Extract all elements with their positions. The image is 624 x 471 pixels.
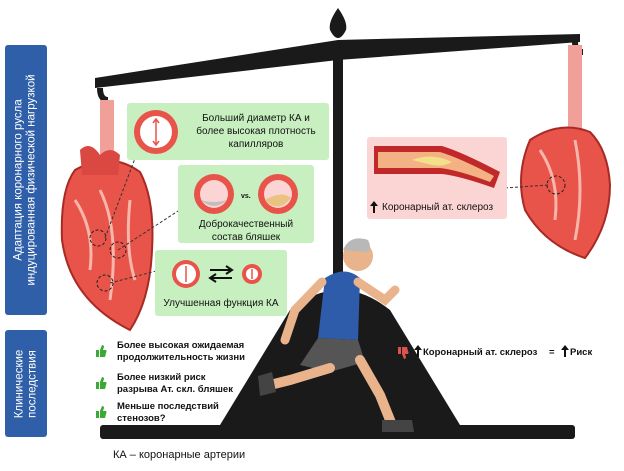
clinical-item-2-text: Более низкий риск разрыва Ат. скл. бляше…	[117, 372, 233, 396]
clinical-item-1-line2: продолжительность жизни	[117, 352, 245, 363]
thumbs-down-icon	[398, 347, 409, 359]
clinical-item-3-line1: Меньше последствий	[117, 401, 219, 412]
vessel-dilation-icon	[172, 260, 262, 288]
capillary-line2: более высокая плотность	[196, 126, 316, 137]
runner-illustration	[258, 238, 414, 432]
risk-sclerosis-label: Коронарный ат. склероз	[423, 347, 538, 358]
arrow-up-icon	[370, 201, 378, 213]
risk-equals-sign: =	[549, 347, 555, 358]
right-heart-icon	[520, 45, 612, 260]
connector-line	[104, 144, 141, 239]
vessel-cross-section-icon	[134, 110, 178, 154]
clinical-sidebar: Клинические последствия	[5, 330, 47, 437]
footnote: КА – коронарные артерии	[113, 449, 246, 461]
clinical-item-1-line1: Более высокая ожидаемая	[117, 340, 245, 351]
risk-statement: Коронарный ат. склероз = Риск	[397, 344, 597, 364]
left-hook	[97, 87, 109, 103]
adaptation-sidebar: Адаптация коронарного русла индуцированн…	[5, 45, 47, 315]
plaque-line1: Доброкачественный	[198, 219, 294, 230]
plaque-line2: состав бляшек	[211, 232, 281, 243]
scale-pillar	[333, 55, 343, 355]
scale-beam	[95, 34, 580, 88]
clinical-item-2-line2: разрыва Ат. скл. бляшек	[117, 384, 233, 395]
plaque-vs-label: vs.	[241, 193, 251, 200]
risk-label: Риск	[570, 347, 593, 358]
left-heart-icon	[60, 100, 154, 332]
sclerotic-artery-icon	[374, 146, 500, 188]
connector-line	[109, 269, 161, 284]
clinical-item-3-text: Меньше последствий стенозов?	[117, 401, 219, 425]
connector-line	[504, 184, 549, 189]
thumbs-up-icon	[96, 377, 107, 389]
clinical-item-1-text: Более высокая ожидаемая продолжительност…	[117, 340, 245, 364]
scale-base	[100, 425, 575, 439]
clinical-item-3-line2: стенозов?	[117, 413, 166, 424]
thumbs-up-icon	[96, 345, 107, 357]
arrow-up-icon	[561, 345, 569, 357]
capillary-line1: Больший диаметр КА и	[202, 113, 310, 124]
plaque-comparison-icon	[194, 174, 298, 214]
arrow-up-icon	[414, 345, 422, 357]
plaque-composition-text: Доброкачественный состав бляшек	[180, 218, 312, 244]
scale-pivot	[332, 46, 344, 58]
capillary-density-text: Больший диаметр КА и более высокая плотн…	[185, 112, 327, 151]
coronary-sclerosis-label: Коронарный ат. склероз	[382, 202, 494, 213]
clinical-item-2-line1: Более низкий риск	[117, 372, 206, 383]
thumbs-up-icon	[96, 406, 107, 418]
capillary-line3: капилляров	[228, 139, 284, 150]
artery-function-label: Улучшенная функция КА	[163, 298, 279, 309]
scale-top-ornament	[329, 8, 347, 38]
